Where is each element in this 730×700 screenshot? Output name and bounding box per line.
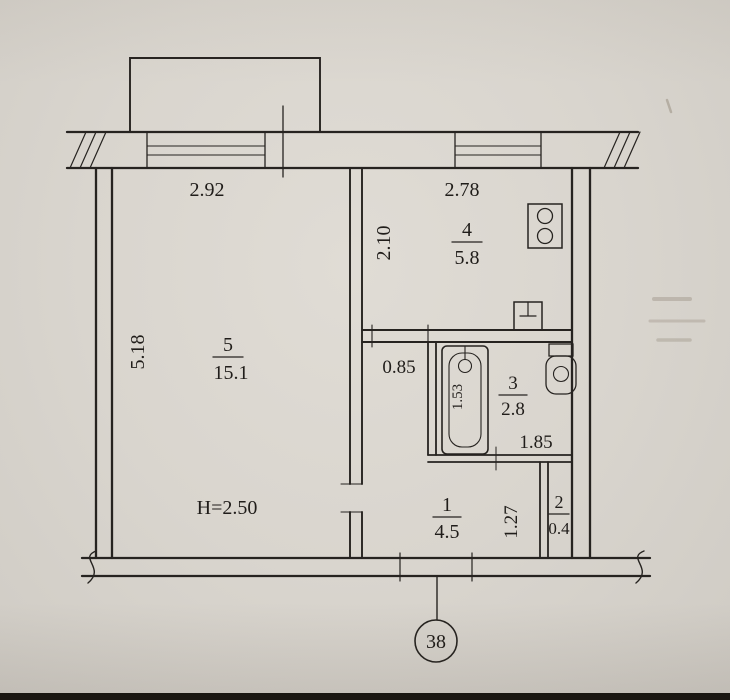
room5-area: 15.1 xyxy=(214,362,249,384)
bathroom-bottom-wall xyxy=(427,454,573,463)
bottom-wall-break-right xyxy=(635,550,645,584)
room2-number: 2 xyxy=(555,492,564,512)
top-wall-hatch-right xyxy=(603,131,641,169)
dim-door-opening: 0.85 xyxy=(382,357,415,378)
bathtub-drain-icon xyxy=(457,358,473,374)
window-left-panes xyxy=(146,145,266,156)
toilet-bowl-circle xyxy=(552,365,570,383)
corner-mark xyxy=(665,98,673,114)
room3-number: 3 xyxy=(508,373,518,394)
window-left-frame xyxy=(146,131,266,169)
toilet-tank-icon xyxy=(548,343,574,357)
sheet-number: 38 xyxy=(426,631,446,653)
dim-bathtub-length: 1.53 xyxy=(450,384,466,410)
stove-icon xyxy=(527,203,563,249)
interior-wall-vertical xyxy=(349,167,363,559)
bottom-wall xyxy=(80,556,652,578)
entrance-door-ticks xyxy=(399,552,473,582)
window-right-frame xyxy=(454,131,542,169)
room2-area: 0.4 xyxy=(548,519,570,538)
stove-burner-bottom xyxy=(536,227,554,245)
bottom-wall-break-left xyxy=(87,550,97,584)
interior-wall-horizontal xyxy=(361,329,573,343)
room5-number: 5 xyxy=(223,334,233,356)
dim-left-wall: 5.18 xyxy=(127,335,149,370)
dim-hall-width: 1.27 xyxy=(501,505,522,538)
scan-artifacts xyxy=(648,98,706,342)
left-wall xyxy=(94,166,114,560)
right-wall xyxy=(570,166,592,560)
room4-area: 5.8 xyxy=(455,247,480,269)
balcony-outline xyxy=(129,57,321,132)
room3-area: 2.8 xyxy=(501,399,525,420)
window-right-panes xyxy=(454,145,542,156)
interior-door-caps xyxy=(340,483,363,513)
top-wall-hatch-left xyxy=(69,131,107,169)
stove-burner-top xyxy=(536,207,554,225)
opening-ticks xyxy=(371,324,429,348)
dim-bathroom-width: 1.85 xyxy=(519,432,552,453)
dim-kitchen-depth: 2.10 xyxy=(373,226,395,261)
wc-partition-wall xyxy=(539,461,549,559)
bathroom-left-wall xyxy=(427,341,437,456)
plan-linework xyxy=(65,57,652,663)
dim-window-left: 2.92 xyxy=(190,179,225,201)
room1-area: 4.5 xyxy=(435,521,460,543)
sheet-number-circle xyxy=(414,619,458,663)
toilet-bowl-icon xyxy=(545,355,577,395)
room1-number: 1 xyxy=(442,494,452,516)
plan-labels: 2.92 2.78 2.10 5.18 0.85 1.53 1.85 1.27 … xyxy=(127,179,570,653)
sink-tap-icon xyxy=(519,301,537,317)
room4-number: 4 xyxy=(462,219,472,241)
dim-window-right: 2.78 xyxy=(445,179,480,201)
scan-bottom-edge xyxy=(0,693,730,700)
ceiling-height-label: H=2.50 xyxy=(197,497,258,519)
